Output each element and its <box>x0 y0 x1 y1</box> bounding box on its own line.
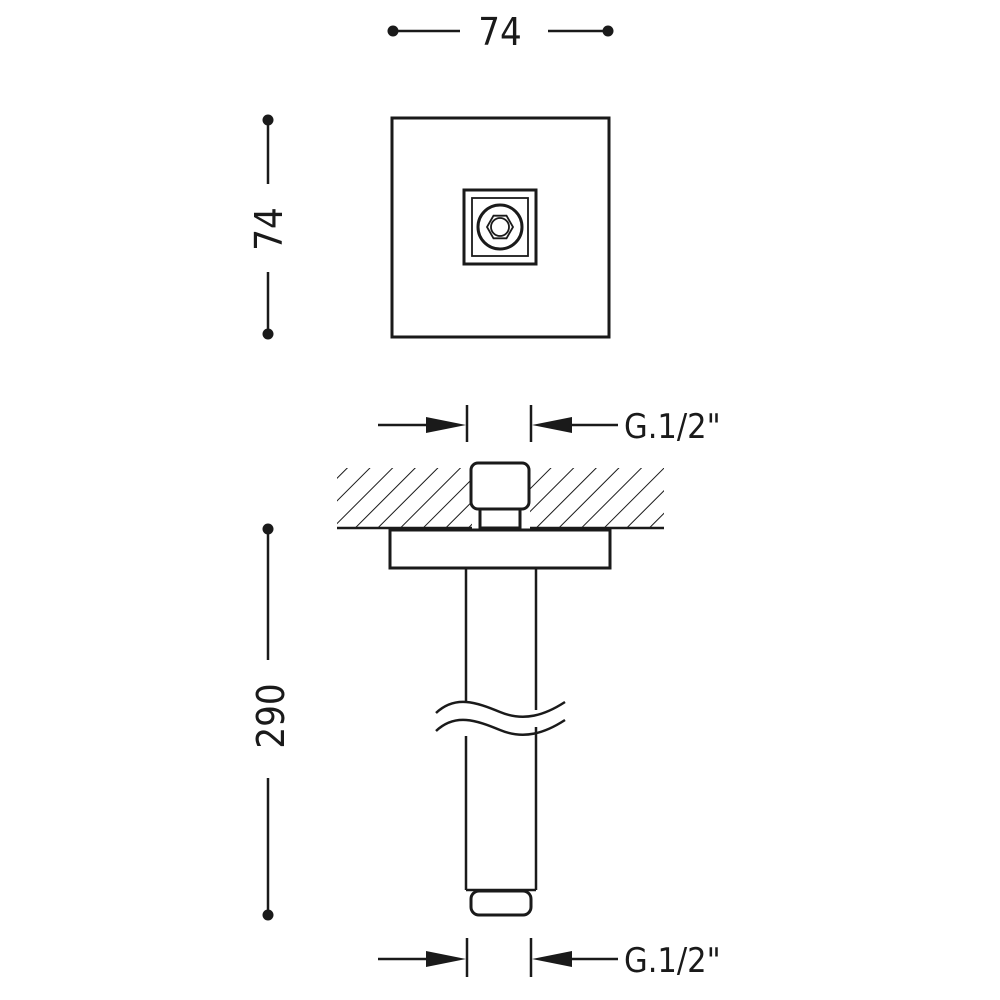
dimension-endpoint <box>262 909 274 921</box>
ceiling-section <box>337 461 664 530</box>
hex-nut-icon <box>485 214 515 240</box>
arrow-left-icon <box>532 951 572 967</box>
nut-bore-circle <box>490 217 510 237</box>
dimension-endpoint <box>602 25 614 37</box>
lower-thread-dimension: G.1/2" <box>378 938 721 981</box>
top-view-plate <box>390 116 611 339</box>
arm-length-label: 290 <box>249 683 293 748</box>
arrow-right-icon <box>426 951 466 967</box>
top-width-dimension: 74 <box>387 10 614 54</box>
ceiling-connector-nut <box>469 461 531 511</box>
shower-arm <box>435 568 566 917</box>
ceiling-connector-stem <box>478 507 522 530</box>
break-line-upper <box>435 700 566 718</box>
dimension-endpoint <box>262 328 274 340</box>
arm-length-dimension: 290 <box>249 523 293 921</box>
flange-plate <box>388 528 612 570</box>
upper-thread-dimension: G.1/2" <box>378 405 721 447</box>
arrow-left-icon <box>532 417 572 433</box>
nut-outer-circle <box>476 203 524 251</box>
outlet-thread-nut <box>469 889 533 917</box>
break-line-lower <box>435 718 566 736</box>
top-height-label: 74 <box>247 207 291 251</box>
arrow-right-icon <box>426 417 466 433</box>
inner-square-inset <box>471 197 529 257</box>
top-height-dimension: 74 <box>247 114 291 340</box>
top-width-label: 74 <box>478 10 522 54</box>
upper-thread-label: G.1/2" <box>624 407 721 447</box>
lower-thread-label: G.1/2" <box>624 941 721 981</box>
